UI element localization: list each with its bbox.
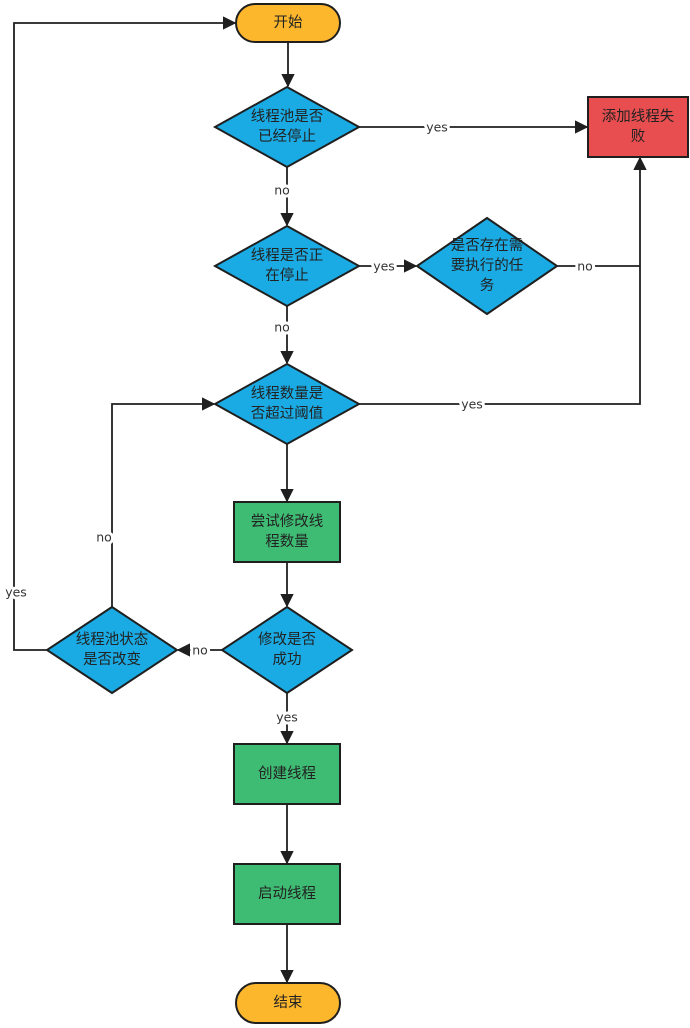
edge-label-state-changed-yes: yes xyxy=(5,585,27,600)
check-pool-stopping-shape xyxy=(212,224,362,308)
node-label-start: 开始 xyxy=(274,14,303,31)
node-label-check-pool-stopping: 线程是否正在停止 xyxy=(251,247,324,284)
node-create-thread: 创建线程 xyxy=(233,743,341,805)
node-label-start-thread: 启动线程 xyxy=(258,885,316,902)
edge-state-changed-no: no xyxy=(93,397,216,607)
start-shape xyxy=(235,3,341,43)
node-check-modify-success: 修改是否成功 xyxy=(220,605,354,695)
edge-modify-no: no xyxy=(176,640,222,661)
edge-pool-stopped-yes: yes xyxy=(359,117,589,138)
create-thread-shape xyxy=(233,743,341,805)
check-pool-stopped-shape xyxy=(212,85,362,169)
node-try-modify-count: 尝试修改线程数量 xyxy=(233,501,341,563)
node-check-pending-tasks: 是否存在需要执行的任务 xyxy=(415,216,559,316)
edge-label-pool-stopped-yes: yes xyxy=(426,120,448,135)
node-add-thread-failed: 添加线程失败 xyxy=(587,96,689,158)
check-pool-state-changed-shape xyxy=(45,605,179,695)
edge-pool-stopping-no: no xyxy=(271,306,294,365)
node-label-check-modify-success: 修改是否成功 xyxy=(258,631,316,668)
edge-label-modify-yes: yes xyxy=(276,710,298,725)
node-check-pool-stopped: 线程池是否已经停止 xyxy=(212,85,362,169)
edge-label-thread-count-yes: yes xyxy=(461,397,483,412)
node-check-pool-state-changed: 线程池状态是否改变 xyxy=(45,605,179,695)
edge-thread-count-yes: yes xyxy=(359,156,647,415)
edge-label-pool-stopping-no: no xyxy=(274,320,290,335)
node-label-check-pool-state-changed: 线程池状态是否改变 xyxy=(76,631,149,668)
node-check-thread-count: 线程数量是否超过阈值 xyxy=(212,362,362,446)
edge-label-pool-stopped-no: no xyxy=(274,183,290,198)
node-label-end: 结束 xyxy=(274,994,303,1011)
edge-label-modify-no: no xyxy=(192,643,208,658)
check-thread-count-shape xyxy=(212,362,362,446)
edge-pool-stopping-yes: yes xyxy=(359,256,418,277)
edge-pending-tasks-no: no xyxy=(557,256,640,277)
add-thread-failed-shape xyxy=(587,96,689,158)
check-pending-tasks-shape xyxy=(415,216,559,316)
start-thread-shape xyxy=(233,863,341,925)
node-label-check-pool-stopped: 线程池是否已经停止 xyxy=(251,108,324,145)
node-label-check-pending-tasks: 是否存在需要执行的任务 xyxy=(451,237,524,294)
node-label-add-thread-failed: 添加线程失败 xyxy=(602,108,675,145)
edge-label-pool-stopping-yes: yes xyxy=(373,259,395,274)
node-start: 开始 xyxy=(235,3,341,43)
node-label-check-thread-count: 线程数量是否超过阈值 xyxy=(251,385,324,422)
edge-state-changed-yes: yes xyxy=(2,16,237,651)
node-end: 结束 xyxy=(235,982,341,1024)
edge-modify-yes: yes xyxy=(273,693,301,745)
try-modify-count-shape xyxy=(233,501,341,563)
edge-label-pending-tasks-no: no xyxy=(577,259,593,274)
edge-label-state-changed-no: no xyxy=(96,530,112,545)
node-label-try-modify-count: 尝试修改线程数量 xyxy=(251,513,324,550)
edge-pool-stopped-no: no xyxy=(271,167,294,227)
end-shape xyxy=(235,982,341,1024)
node-check-pool-stopping: 线程是否正在停止 xyxy=(212,224,362,308)
check-modify-success-shape xyxy=(220,605,354,695)
node-label-create-thread: 创建线程 xyxy=(258,765,316,782)
node-start-thread: 启动线程 xyxy=(233,863,341,925)
